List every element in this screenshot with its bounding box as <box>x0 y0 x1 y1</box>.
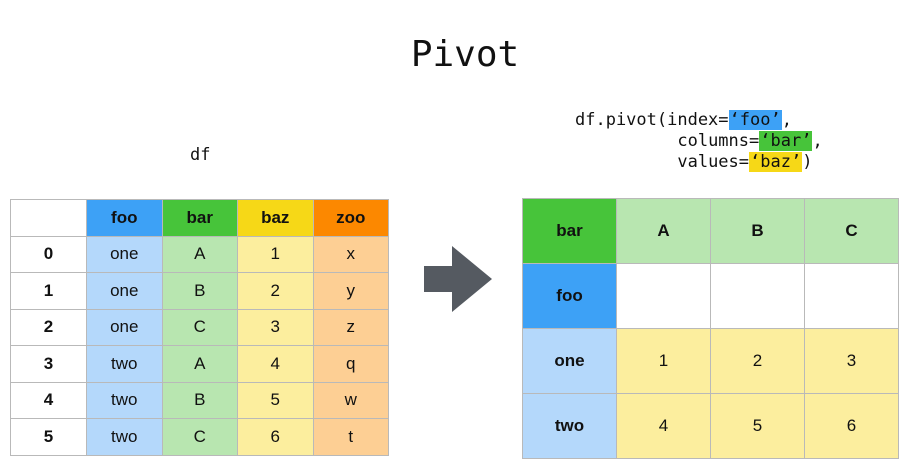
source-cell-baz: 4 <box>237 345 314 383</box>
code-line1-prefix: df.pivot(index= <box>575 110 729 130</box>
source-header-baz: baz <box>237 199 314 237</box>
source-cell-zoo: w <box>312 381 389 419</box>
source-cell-foo: two <box>86 381 163 419</box>
source-cell-zoo: q <box>312 345 389 383</box>
result-row-index: one <box>522 328 617 394</box>
source-cell-baz: 6 <box>237 418 314 456</box>
result-value-cell: 3 <box>804 328 899 394</box>
result-index-name-row: foo <box>522 263 899 329</box>
source-cell-bar: B <box>161 272 238 310</box>
source-cell-foo: one <box>86 235 163 273</box>
code-line3-suffix: ) <box>802 152 813 172</box>
source-row-index: 5 <box>10 418 87 456</box>
source-row: 4 two B 5 w <box>10 381 389 419</box>
result-row: one 1 2 3 <box>522 328 899 394</box>
source-row: 1 one B 2 y <box>10 272 389 310</box>
code-index-arg: ‘foo’ <box>728 110 782 130</box>
pivot-code-snippet: df.pivot(index=‘foo’, columns=‘bar’, val… <box>575 110 823 173</box>
source-cell-foo: two <box>86 345 163 383</box>
source-cell-baz: 5 <box>237 381 314 419</box>
source-cell-bar: B <box>161 381 238 419</box>
code-line2-prefix: columns= <box>677 131 760 151</box>
result-header-row: bar A B C <box>522 198 899 264</box>
source-cell-zoo: y <box>312 272 389 310</box>
source-row-index: 0 <box>10 235 87 273</box>
code-values-arg: ‘baz’ <box>749 152 803 172</box>
source-header-corner <box>10 199 87 237</box>
source-row-index: 2 <box>10 308 87 346</box>
source-dataframe-label: df <box>190 145 211 165</box>
source-cell-baz: 2 <box>237 272 314 310</box>
result-value-cell: 1 <box>616 328 711 394</box>
source-row-index: 1 <box>10 272 87 310</box>
result-columns-name: bar <box>522 198 617 264</box>
code-line1-suffix: , <box>781 110 792 130</box>
source-row: 3 two A 4 q <box>10 345 389 383</box>
source-dataframe-table: foo bar baz zoo 0 one A 1 x 1 one B 2 y … <box>10 199 389 456</box>
result-empty-cell <box>804 263 899 329</box>
result-value-cell: 2 <box>710 328 805 394</box>
source-cell-bar: C <box>161 308 238 346</box>
source-cell-foo: one <box>86 272 163 310</box>
source-header-zoo: zoo <box>312 199 389 237</box>
source-row: 2 one C 3 z <box>10 308 389 346</box>
result-empty-cell <box>616 263 711 329</box>
source-header-row: foo bar baz zoo <box>10 199 389 237</box>
source-cell-zoo: x <box>312 235 389 273</box>
result-value-cell: 5 <box>710 393 805 459</box>
result-value-cell: 6 <box>804 393 899 459</box>
source-cell-foo: one <box>86 308 163 346</box>
code-columns-arg: ‘bar’ <box>759 131 813 151</box>
result-column-header: B <box>710 198 805 264</box>
right-arrow-icon <box>424 246 492 312</box>
source-cell-zoo: t <box>312 418 389 456</box>
code-line2-suffix: , <box>812 131 823 151</box>
result-empty-cell <box>710 263 805 329</box>
result-row-index: two <box>522 393 617 459</box>
code-line3-prefix: values= <box>677 152 750 172</box>
source-row: 0 one A 1 x <box>10 235 389 273</box>
source-cell-baz: 3 <box>237 308 314 346</box>
source-row: 5 two C 6 t <box>10 418 389 456</box>
result-index-name: foo <box>522 263 617 329</box>
result-value-cell: 4 <box>616 393 711 459</box>
source-cell-foo: two <box>86 418 163 456</box>
source-row-index: 3 <box>10 345 87 383</box>
page-title: Pivot <box>410 34 520 75</box>
result-column-header: A <box>616 198 711 264</box>
source-header-bar: bar <box>161 199 238 237</box>
pivot-result-table: bar A B C foo one 1 2 3 two 4 5 6 <box>522 198 899 459</box>
result-column-header: C <box>804 198 899 264</box>
result-row: two 4 5 6 <box>522 393 899 459</box>
source-header-foo: foo <box>86 199 163 237</box>
source-row-index: 4 <box>10 381 87 419</box>
source-cell-bar: C <box>161 418 238 456</box>
source-cell-baz: 1 <box>237 235 314 273</box>
source-cell-bar: A <box>161 235 238 273</box>
source-cell-bar: A <box>161 345 238 383</box>
source-cell-zoo: z <box>312 308 389 346</box>
